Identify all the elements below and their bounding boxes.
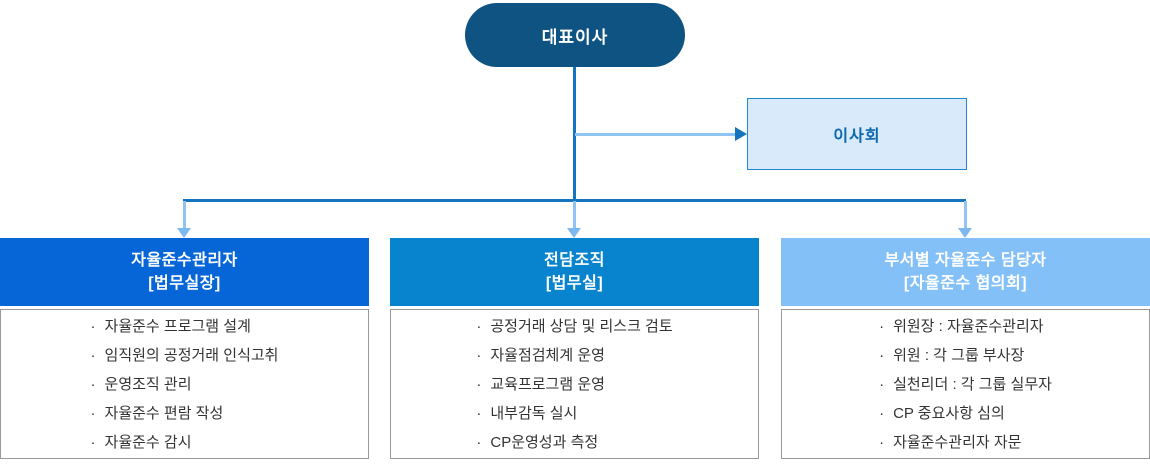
column-subtitle: [법무실] [545,275,604,292]
list-item: 운영조직 관리 [91,370,279,399]
arrow-down-icon-3 [958,228,972,238]
list-item: 자율준수 편람 작성 [91,399,279,428]
arrow-right-icon [735,127,747,141]
connector-root-vertical [573,67,576,201]
list-item: 공정거래 상담 및 리스크 검토 [476,312,672,341]
list-item: 임직원의 공정거래 인식고취 [91,341,279,370]
list-item: 자율준수 감시 [91,428,279,457]
connector-main-horizontal [183,199,966,202]
arrow-down-icon-1 [177,228,191,238]
board-node: 이사회 [747,98,967,170]
column-compliance-manager: 자율준수관리자 [법무실장] 자율준수 프로그램 설계 임직원의 공정거래 인식… [0,238,369,459]
arrow-down-icon-2 [567,228,581,238]
ceo-label: 대표이사 [541,27,609,47]
list-item: CP 중요사항 심의 [879,399,1052,428]
column-title: 부서별 자율준수 담당자 [884,252,1047,269]
column-body: 자율준수 프로그램 설계 임직원의 공정거래 인식고취 운영조직 관리 자율준수… [0,309,369,459]
column-title: 자율준수관리자 [131,252,238,269]
column-body: 공정거래 상담 및 리스크 검토 자율점검체계 운영 교육프로그램 운영 내부감… [390,309,759,459]
column-body: 위원장 : 자율준수관리자 위원 : 각 그룹 부사장 실천리더 : 각 그룹 … [781,309,1150,459]
column-header: 부서별 자율준수 담당자 [자율준수 협의회] [781,238,1150,306]
list-item: CP운영성과 측정 [476,428,672,457]
list-item: 자율준수 프로그램 설계 [91,312,279,341]
board-label: 이사회 [833,128,881,145]
item-list: 공정거래 상담 및 리스크 검토 자율점검체계 운영 교육프로그램 운영 내부감… [476,312,672,457]
column-subtitle: [자율준수 협의회] [903,275,1028,292]
column-subtitle: [법무실장] [148,275,221,292]
list-item: 위원 : 각 그룹 부사장 [879,341,1052,370]
item-list: 자율준수 프로그램 설계 임직원의 공정거래 인식고취 운영조직 관리 자율준수… [91,312,279,457]
connector-drop-1 [183,201,186,228]
connector-board-horizontal [575,133,737,136]
list-item: 자율준수관리자 자문 [879,428,1052,457]
ceo-node: 대표이사 [465,3,685,67]
list-item: 실천리더 : 각 그룹 실무자 [879,370,1052,399]
connector-drop-3 [964,201,967,228]
list-item: 교육프로그램 운영 [476,370,672,399]
list-item: 내부감독 실시 [476,399,672,428]
connector-drop-2 [573,201,576,228]
column-dedicated-org: 전담조직 [법무실] 공정거래 상담 및 리스크 검토 자율점검체계 운영 교육… [390,238,759,459]
column-title: 전담조직 [544,252,605,269]
column-header: 자율준수관리자 [법무실장] [0,238,369,306]
item-list: 위원장 : 자율준수관리자 위원 : 각 그룹 부사장 실천리더 : 각 그룹 … [879,312,1052,457]
list-item: 위원장 : 자율준수관리자 [879,312,1052,341]
column-department-officers: 부서별 자율준수 담당자 [자율준수 협의회] 위원장 : 자율준수관리자 위원… [781,238,1150,459]
column-header: 전담조직 [법무실] [390,238,759,306]
list-item: 자율점검체계 운영 [476,341,672,370]
